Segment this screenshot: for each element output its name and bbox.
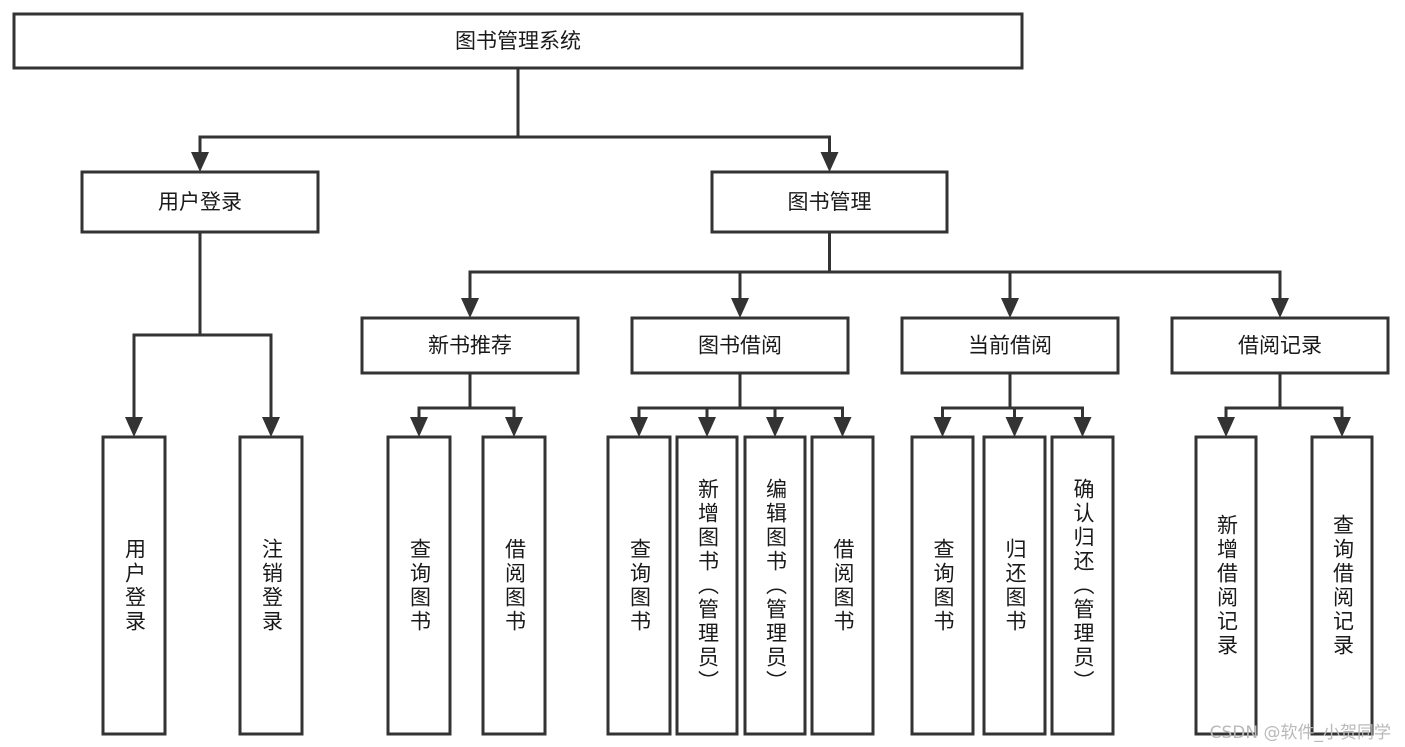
arrow-head-icon — [766, 417, 784, 437]
arrow-head-icon — [1073, 417, 1092, 437]
connectors-layer — [125, 66, 1351, 437]
csdn-watermark: CSDN @软件_小贺同学 — [1209, 723, 1391, 743]
node-label: 图书管理 — [788, 190, 872, 214]
node-box[interactable] — [900, 316, 1120, 375]
node-book-borrow[interactable]: 图书借阅 — [630, 316, 850, 375]
arrow-head-icon — [461, 298, 479, 318]
node-label: 当前借阅 — [968, 334, 1052, 358]
node-box[interactable] — [386, 435, 452, 736]
arrow-head-icon — [698, 417, 716, 437]
arrow-head-icon — [731, 298, 749, 318]
node-leaf-borrow-book-2[interactable] — [810, 435, 875, 736]
node-box[interactable] — [12, 12, 1024, 70]
node-leaf-query-book-2[interactable] — [606, 435, 672, 736]
node-box[interactable] — [1310, 435, 1374, 736]
node-label: 图书管理系统 — [455, 29, 581, 53]
node-leaf-query-book-3[interactable] — [910, 435, 975, 736]
node-label: 图书借阅 — [698, 334, 782, 358]
node-box[interactable] — [675, 435, 739, 736]
arrow-head-icon — [505, 417, 523, 437]
node-box[interactable] — [810, 435, 875, 736]
arrow-head-icon — [1217, 417, 1235, 437]
node-box[interactable] — [743, 435, 807, 736]
node-label: 新书推荐 — [428, 334, 512, 358]
node-box[interactable] — [481, 435, 547, 736]
node-label: 借阅记录 — [1238, 334, 1322, 358]
node-box[interactable] — [360, 316, 580, 375]
node-leaf-logout[interactable] — [238, 435, 304, 736]
node-current-borrow[interactable]: 当前借阅 — [900, 316, 1120, 375]
node-leaf-user-login[interactable] — [101, 435, 167, 736]
arrow-head-icon — [933, 417, 952, 437]
node-box[interactable] — [80, 170, 320, 234]
arrow-head-icon — [262, 417, 280, 437]
arrow-head-icon — [125, 417, 143, 437]
node-leaf-confirm-return[interactable] — [1050, 435, 1115, 736]
node-leaf-return-book[interactable] — [982, 435, 1047, 736]
node-leaf-edit-book[interactable] — [743, 435, 807, 736]
arrow-head-icon — [410, 417, 428, 437]
node-box[interactable] — [101, 435, 167, 736]
node-box[interactable] — [1050, 435, 1115, 736]
arrow-head-icon — [630, 417, 648, 437]
arrow-head-icon — [833, 417, 852, 437]
arrow-head-icon — [1001, 298, 1019, 318]
node-leaf-query-record[interactable] — [1310, 435, 1374, 736]
node-leaf-add-book[interactable] — [675, 435, 739, 736]
node-leaf-query-book-1[interactable] — [386, 435, 452, 736]
arrow-head-icon — [191, 152, 209, 172]
arrow-head-icon — [820, 152, 839, 172]
arrow-head-icon — [1005, 417, 1024, 437]
node-box[interactable] — [1194, 435, 1258, 736]
node-box[interactable] — [606, 435, 672, 736]
node-box[interactable] — [1170, 316, 1390, 375]
node-user-login[interactable]: 用户登录 — [80, 170, 320, 234]
node-borrow-record[interactable]: 借阅记录 — [1170, 316, 1390, 375]
node-root[interactable]: 图书管理系统 — [12, 12, 1024, 70]
arrow-head-icon — [1333, 417, 1351, 437]
node-new-book-recommend[interactable]: 新书推荐 — [360, 316, 580, 375]
node-box[interactable] — [982, 435, 1047, 736]
node-leaf-borrow-book-1[interactable] — [481, 435, 547, 736]
node-box[interactable] — [710, 170, 949, 234]
node-label: 用户登录 — [158, 190, 242, 214]
node-box[interactable] — [630, 316, 850, 375]
node-book-manage[interactable]: 图书管理 — [710, 170, 949, 234]
node-box[interactable] — [238, 435, 304, 736]
node-leaf-add-record[interactable] — [1194, 435, 1258, 736]
arrow-head-icon — [1271, 298, 1289, 318]
node-box[interactable] — [910, 435, 975, 736]
